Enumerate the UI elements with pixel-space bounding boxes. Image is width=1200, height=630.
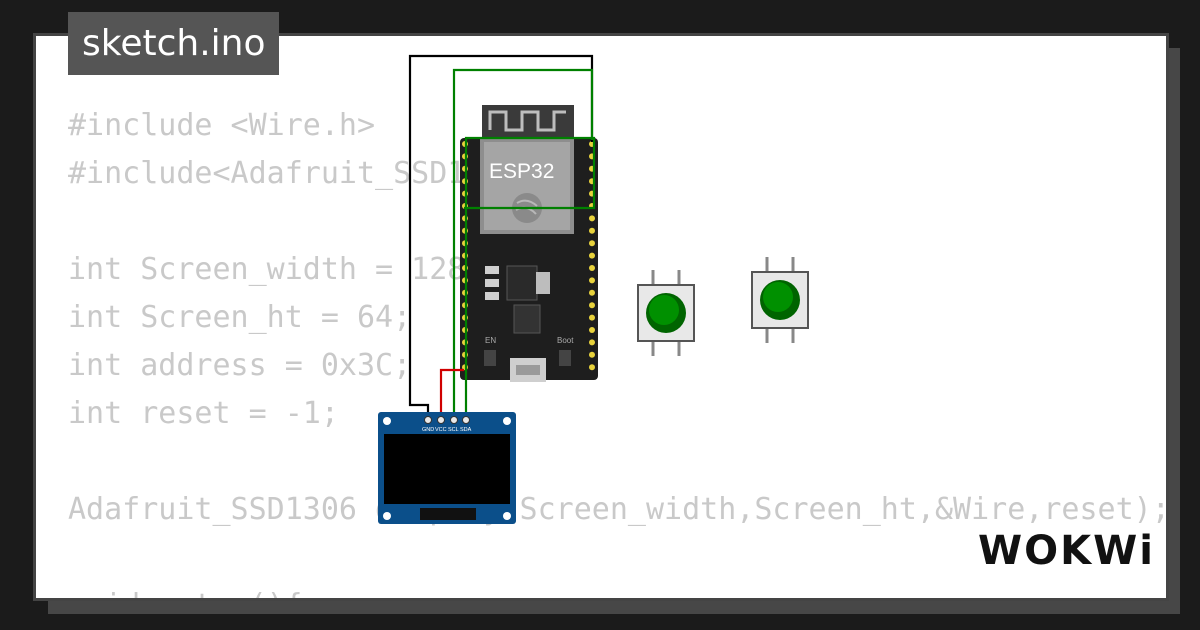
boot-button-label: Boot — [557, 336, 574, 345]
code-line: void setup(){ — [68, 582, 1166, 598]
header-pin[interactable] — [589, 314, 595, 321]
header-pin[interactable] — [589, 327, 595, 333]
oled-pin-scl-label: SCL — [448, 427, 459, 433]
code-line: int address = 0x3C; — [68, 348, 412, 383]
oled-pin-sda-label: SDA — [460, 427, 472, 433]
wire-scl[interactable] — [452, 68, 594, 418]
esp32-board[interactable]: ESP32 Boot EN — [460, 105, 598, 382]
header-pin[interactable] — [589, 339, 595, 346]
header-pin[interactable] — [589, 240, 595, 247]
header-pin[interactable] — [589, 351, 595, 358]
header-pin[interactable] — [589, 252, 595, 259]
oled-pin-gnd-label: GND — [422, 427, 434, 433]
code-line: int reset = -1; — [68, 396, 339, 431]
wire-vcc[interactable] — [439, 368, 464, 418]
code-card: #include <Wire.h>#include<Adafruit_SSD13… — [33, 33, 1169, 601]
oled-pin-vcc-label: VCC — [435, 427, 447, 433]
header-pin[interactable] — [589, 227, 595, 234]
code-line: Adafruit_SSD1306 display(Screen_width,Sc… — [68, 492, 1169, 527]
pushbutton-2[interactable] — [751, 257, 809, 343]
esp32-label: ESP32 — [489, 160, 554, 183]
oled-display[interactable]: GND VCC SCL SDA — [378, 412, 516, 524]
sketch-title-tab[interactable]: sketch.ino — [68, 12, 280, 75]
wire-sda[interactable] — [464, 136, 596, 418]
pushbutton-1[interactable] — [637, 270, 695, 356]
code-line: int Screen_ht = 64; — [68, 300, 412, 335]
header-pin[interactable] — [589, 364, 595, 371]
header-pin[interactable] — [589, 302, 595, 309]
header-pin[interactable] — [589, 289, 595, 296]
code-line: #include <Wire.h> — [68, 108, 376, 143]
wokwi-logo: WOKWi — [978, 528, 1155, 574]
header-pin[interactable] — [589, 277, 595, 284]
header-pin[interactable] — [589, 215, 595, 222]
en-button-label: EN — [485, 336, 496, 345]
header-pin[interactable] — [589, 265, 595, 271]
code-editor[interactable]: #include <Wire.h>#include<Adafruit_SSD13… — [68, 102, 1169, 598]
